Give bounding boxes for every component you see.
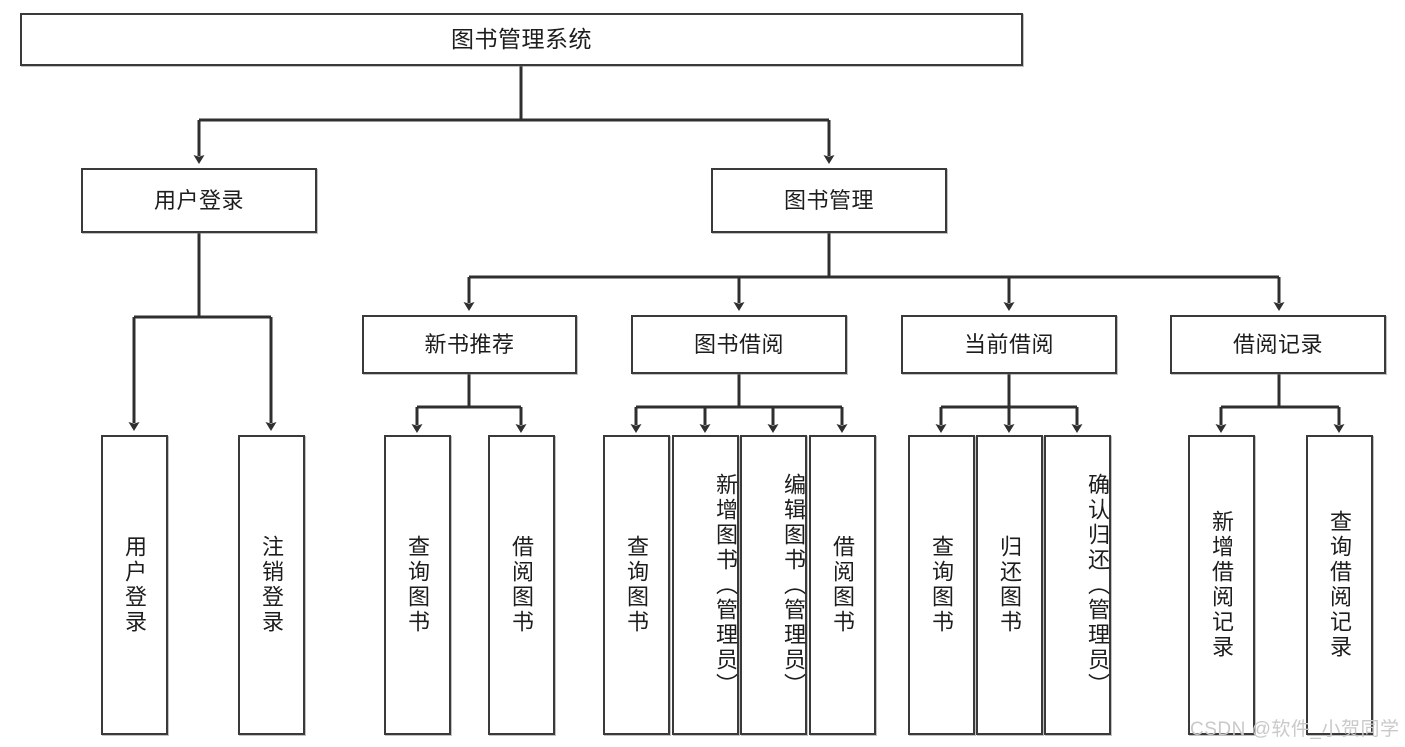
node-new-book-recommend[interactable]: 新书推荐 [362, 315, 577, 374]
leaf-borrow-book-label: 借阅图书 [830, 535, 856, 635]
leaf-query-book-recommend-label: 查询图书 [405, 535, 431, 635]
leaf-add-borrow-record-label: 新增借阅记录 [1209, 510, 1235, 660]
leaf-borrow-book[interactable]: 借阅图书 [809, 435, 876, 735]
leaf-query-book-recommend[interactable]: 查询图书 [384, 435, 451, 735]
node-root-label: 图书管理系统 [451, 26, 592, 53]
leaf-query-borrow-record-label: 查询借阅记录 [1327, 510, 1353, 660]
leaf-return-book[interactable]: 归还图书 [976, 435, 1043, 735]
node-borrow-record-label: 借阅记录 [1232, 331, 1323, 357]
leaf-add-book-admin[interactable]: 新增图书（管理员） [672, 435, 739, 735]
node-book-borrow[interactable]: 图书借阅 [631, 315, 847, 374]
leaf-query-book-borrow-label: 查询图书 [624, 535, 650, 635]
leaf-borrow-book-recommend[interactable]: 借阅图书 [488, 435, 555, 735]
leaf-edit-book-admin-label: 编辑图书（管理员） [781, 472, 806, 698]
leaf-logout-label: 注销登录 [259, 535, 285, 635]
leaf-logout[interactable]: 注销登录 [238, 435, 305, 735]
leaf-query-book-current[interactable]: 查询图书 [908, 435, 975, 735]
node-user-login-label: 用户登录 [153, 187, 244, 213]
leaf-query-borrow-record[interactable]: 查询借阅记录 [1306, 435, 1373, 735]
leaf-user-login[interactable]: 用户登录 [101, 435, 168, 735]
leaf-confirm-return-admin[interactable]: 确认归还（管理员） [1044, 435, 1111, 735]
leaf-return-book-label: 归还图书 [997, 535, 1023, 635]
node-current-borrow[interactable]: 当前借阅 [901, 315, 1117, 374]
node-book-borrow-label: 图书借阅 [693, 331, 784, 357]
node-root[interactable]: 图书管理系统 [20, 13, 1023, 66]
node-book-management-label: 图书管理 [783, 187, 874, 213]
node-new-book-recommend-label: 新书推荐 [424, 331, 515, 357]
leaf-query-book-borrow[interactable]: 查询图书 [603, 435, 670, 735]
leaf-confirm-return-admin-label: 确认归还（管理员） [1085, 472, 1110, 698]
leaf-edit-book-admin[interactable]: 编辑图书（管理员） [740, 435, 807, 735]
leaf-add-book-admin-label: 新增图书（管理员） [713, 472, 738, 698]
leaf-add-borrow-record[interactable]: 新增借阅记录 [1188, 435, 1255, 735]
leaf-query-book-current-label: 查询图书 [929, 535, 955, 635]
node-user-login[interactable]: 用户登录 [81, 168, 317, 233]
csdn-watermark: CSDN @软件_小贺同学 [1190, 719, 1400, 740]
leaf-borrow-book-recommend-label: 借阅图书 [509, 535, 535, 635]
node-borrow-record[interactable]: 借阅记录 [1170, 315, 1386, 374]
node-book-management[interactable]: 图书管理 [711, 168, 947, 233]
leaf-user-login-label: 用户登录 [122, 535, 148, 635]
node-current-borrow-label: 当前借阅 [963, 331, 1054, 357]
